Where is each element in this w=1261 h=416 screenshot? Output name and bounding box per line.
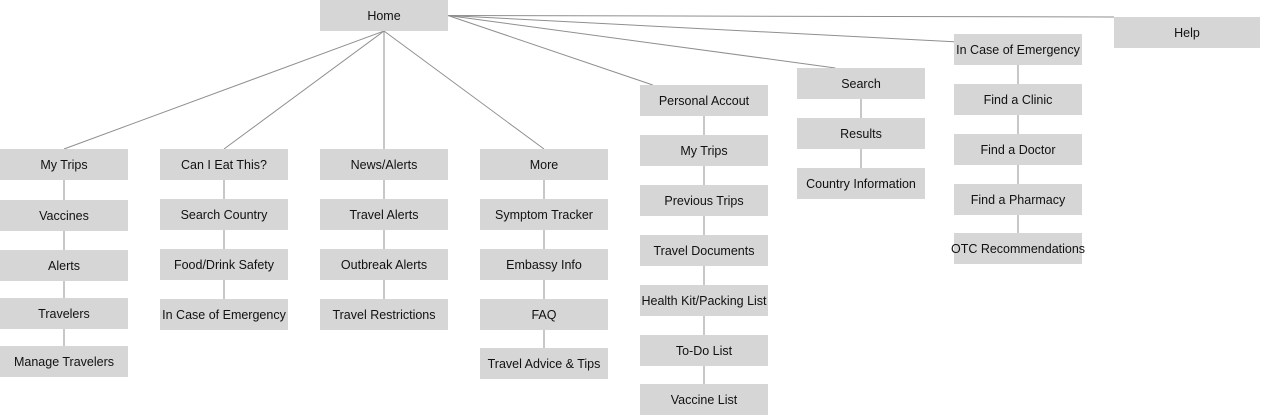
connector-home-to-my_trips: [63, 30, 385, 150]
node-to-do-list: To-Do List: [640, 335, 768, 366]
node-previous-trips: Previous Trips: [640, 185, 768, 216]
node-vaccines: Vaccines: [0, 200, 128, 231]
node-find-a-doctor: Find a Doctor: [954, 134, 1082, 165]
node-manage-travelers: Manage Travelers: [0, 346, 128, 377]
node-travel-alerts: Travel Alerts: [320, 199, 448, 230]
node-in-case-of-emergency: In Case of Emergency: [954, 34, 1082, 65]
node-travel-documents: Travel Documents: [640, 235, 768, 266]
connector-home-to-more: [383, 30, 545, 150]
node-faq: FAQ: [480, 299, 608, 330]
node-otc-recommendations: OTC Recommendations: [951, 233, 1085, 264]
node-can-i-eat-this: Can I Eat This?: [160, 149, 288, 180]
node-more: More: [480, 149, 608, 180]
node-search: Search: [797, 68, 925, 99]
node-find-a-pharmacy: Find a Pharmacy: [954, 184, 1082, 215]
node-travelers: Travelers: [0, 298, 128, 329]
connector-home-to-help: [447, 15, 1115, 18]
connector-home-to-personal_account: [447, 15, 653, 86]
node-account-my-trips: My Trips: [640, 135, 768, 166]
connector-home-to-can_i_eat: [223, 30, 385, 150]
node-search-country: Search Country: [160, 199, 288, 230]
node-results: Results: [797, 118, 925, 149]
connector-home-to-search: [447, 15, 836, 69]
node-home: Home: [320, 0, 448, 31]
node-personal-account: Personal Accout: [640, 85, 768, 116]
node-symptom-tracker: Symptom Tracker: [480, 199, 608, 230]
node-find-a-clinic: Find a Clinic: [954, 84, 1082, 115]
node-help: Help: [1114, 17, 1260, 48]
node-in-case-of-emergency-eat: In Case of Emergency: [160, 299, 288, 330]
node-news-alerts: News/Alerts: [320, 149, 448, 180]
node-food-drink-safety: Food/Drink Safety: [160, 249, 288, 280]
node-outbreak-alerts: Outbreak Alerts: [320, 249, 448, 280]
node-vaccine-list: Vaccine List: [640, 384, 768, 415]
node-alerts: Alerts: [0, 250, 128, 281]
node-embassy-info: Embassy Info: [480, 249, 608, 280]
node-travel-restrictions: Travel Restrictions: [320, 299, 448, 330]
node-health-kit-packing-list: Health Kit/Packing List: [640, 285, 768, 316]
node-my-trips: My Trips: [0, 149, 128, 180]
node-travel-advice-tips: Travel Advice & Tips: [480, 348, 608, 379]
connector-home-to-in_case_emergency: [447, 15, 955, 43]
node-country-information: Country Information: [797, 168, 925, 199]
